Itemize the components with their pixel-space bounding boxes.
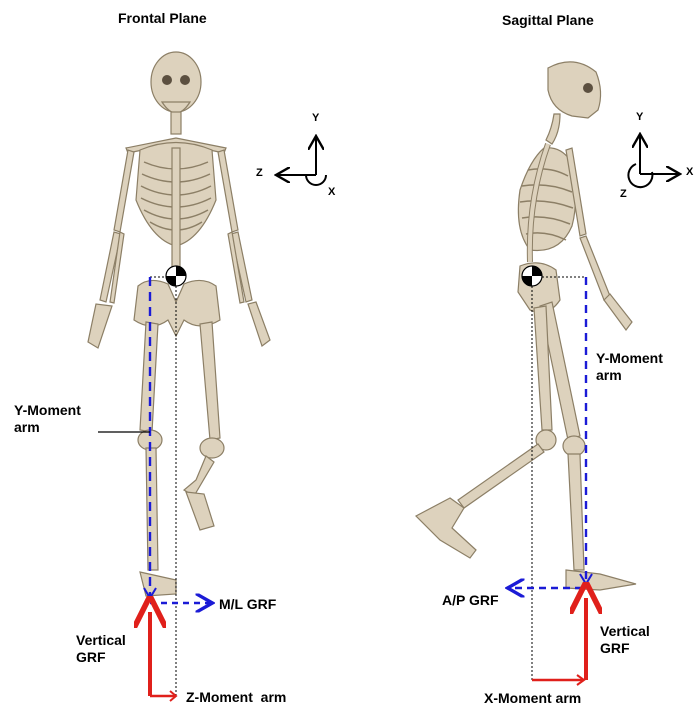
sagittal-x-moment-arm-label: X-Moment arm — [484, 690, 581, 707]
frontal-y-moment-arm-label: Y-Moment arm — [14, 402, 81, 436]
frontal-vertical-grf-label: Vertical GRF — [76, 632, 126, 666]
sagittal-axis-x-label: X — [686, 166, 693, 178]
frontal-z-moment-arm-label: Z-Moment arm — [186, 689, 286, 706]
sagittal-skeleton — [416, 62, 636, 590]
sagittal-y-moment-arm-label: Y-Moment arm — [596, 350, 663, 384]
sagittal-vertical-grf-label: Vertical GRF — [600, 623, 650, 657]
frontal-skeleton — [88, 52, 270, 596]
frontal-axis-z-label: Z — [256, 167, 263, 179]
frontal-axis-glyph — [278, 138, 326, 185]
frontal-center-of-mass-marker — [166, 266, 186, 286]
sagittal-center-of-mass-marker — [522, 266, 542, 286]
sagittal-axis-glyph — [628, 136, 678, 187]
sagittal-axis-y-label: Y — [636, 111, 643, 123]
frontal-ml-grf-label: M/L GRF — [219, 596, 276, 613]
sagittal-axis-z-label: Z — [620, 188, 627, 200]
sagittal-ap-grf-label: A/P GRF — [442, 592, 499, 609]
frontal-axis-y-label: Y — [312, 112, 319, 124]
frontal-axis-x-label: X — [328, 186, 335, 198]
